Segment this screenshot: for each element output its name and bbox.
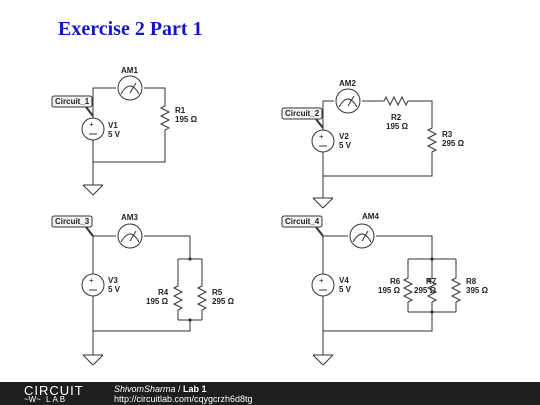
plus-icon: +	[319, 132, 324, 141]
footer-bar: CIRCUIT ~W~ LAB ShivomSharma / Lab 1 htt…	[0, 382, 540, 405]
resistor-value: 295 Ω	[442, 139, 465, 148]
resistor-value: 195 Ω	[386, 122, 409, 131]
resistor-name: R4	[158, 288, 169, 297]
circuit-1: AM1 + V1 5 V R1 195 Ω Circuit_1	[51, 66, 198, 196]
logo-text-bottom: LAB	[46, 395, 68, 404]
ground-icon	[82, 354, 104, 366]
source-value: 5 V	[339, 141, 352, 150]
source-value: 5 V	[339, 285, 352, 294]
circuitlab-logo[interactable]: CIRCUIT ~W~ LAB	[24, 383, 94, 404]
net-label-text: Circuit_1	[55, 97, 90, 106]
net-label-circuit-1[interactable]: Circuit_1	[51, 95, 94, 117]
ground-icon	[82, 184, 104, 196]
ammeter-am2[interactable]: AM2	[335, 79, 361, 114]
source-name: V1	[108, 121, 118, 130]
ammeter-label: AM1	[121, 66, 138, 75]
resistor-r6[interactable]: R6 195 Ω	[378, 277, 401, 295]
source-value: 5 V	[108, 285, 121, 294]
author-link[interactable]: ShivomSharma	[114, 384, 176, 394]
resistor-r5[interactable]: R5 295 Ω	[212, 288, 235, 306]
resistor-name: R6	[390, 277, 401, 286]
resistor-value: 195 Ω	[146, 297, 169, 306]
waveform-icon: ~W~	[24, 395, 41, 404]
resistor-r4[interactable]: R4 195 Ω	[146, 288, 169, 306]
resistor-value: 195 Ω	[175, 115, 198, 124]
resistor-name: R8	[466, 277, 477, 286]
voltage-source-v1[interactable]: + V1 5 V	[81, 117, 121, 141]
resistor-value: 295 Ω	[414, 286, 437, 295]
resistor-name: R3	[442, 130, 453, 139]
separator: /	[175, 384, 184, 394]
ground-icon	[312, 354, 334, 366]
ammeter-am3[interactable]: AM3	[117, 213, 143, 249]
voltage-source-v4[interactable]: + V4 5 V	[311, 273, 352, 297]
net-label-circuit-4[interactable]: Circuit_4	[281, 215, 324, 237]
resistor-r1[interactable]: R1 195 Ω	[175, 106, 198, 124]
resistor-name: R1	[175, 106, 186, 115]
resistor-name: R7	[426, 277, 437, 286]
circuit-2: AM2 + V2 5 V R2 195 Ω R3 295 Ω Circuit_2	[281, 79, 465, 209]
plus-icon: +	[89, 276, 94, 285]
schematic-canvas: AM1 + V1 5 V R1 195 Ω Circuit_1	[51, 66, 489, 366]
page-title: Exercise 2 Part 1	[58, 18, 203, 40]
source-name: V3	[108, 276, 118, 285]
voltage-source-v2[interactable]: + V2 5 V	[311, 129, 352, 153]
net-label-text: Circuit_3	[55, 217, 90, 226]
resistor-r7[interactable]: R7 295 Ω	[414, 277, 437, 295]
ammeter-am4[interactable]: AM4	[349, 212, 379, 249]
resistor-value: 195 Ω	[378, 286, 401, 295]
source-value: 5 V	[108, 130, 121, 139]
project-name[interactable]: Lab 1	[183, 384, 207, 394]
circuit-4: AM4 + V4 5 V R6 195 Ω R7 295 Ω R8 395 Ω …	[281, 212, 489, 366]
net-label-text: Circuit_4	[285, 217, 320, 226]
resistor-r8[interactable]: R8 395 Ω	[466, 277, 489, 295]
project-url[interactable]: http://circuitlab.com/cqygcrzh6d8tg	[114, 394, 253, 404]
net-label-circuit-3[interactable]: Circuit_3	[51, 215, 94, 237]
source-name: V2	[339, 132, 349, 141]
net-label-text: Circuit_2	[285, 109, 320, 118]
ammeter-am1[interactable]: AM1	[117, 66, 143, 101]
resistor-name: R2	[391, 113, 402, 122]
source-name: V4	[339, 276, 349, 285]
resistor-value: 295 Ω	[212, 297, 235, 306]
voltage-source-v3[interactable]: + V3 5 V	[81, 273, 121, 297]
ammeter-label: AM4	[362, 212, 379, 221]
net-label-circuit-2[interactable]: Circuit_2	[281, 107, 324, 129]
resistor-value: 395 Ω	[466, 286, 489, 295]
ammeter-label: AM2	[339, 79, 356, 88]
author-line: ShivomSharma / Lab 1	[114, 384, 207, 394]
ammeter-label: AM3	[121, 213, 138, 222]
resistor-r2[interactable]: R2 195 Ω	[386, 113, 409, 131]
circuit-3: AM3 + V3 5 V R4 195 Ω R5 295 Ω Circuit_3	[51, 213, 235, 366]
resistor-r3[interactable]: R3 295 Ω	[442, 130, 465, 148]
logo-text-top: CIRCUIT	[24, 383, 84, 398]
ground-icon	[312, 197, 334, 209]
plus-icon: +	[89, 120, 94, 129]
resistor-name: R5	[212, 288, 223, 297]
plus-icon: +	[319, 276, 324, 285]
